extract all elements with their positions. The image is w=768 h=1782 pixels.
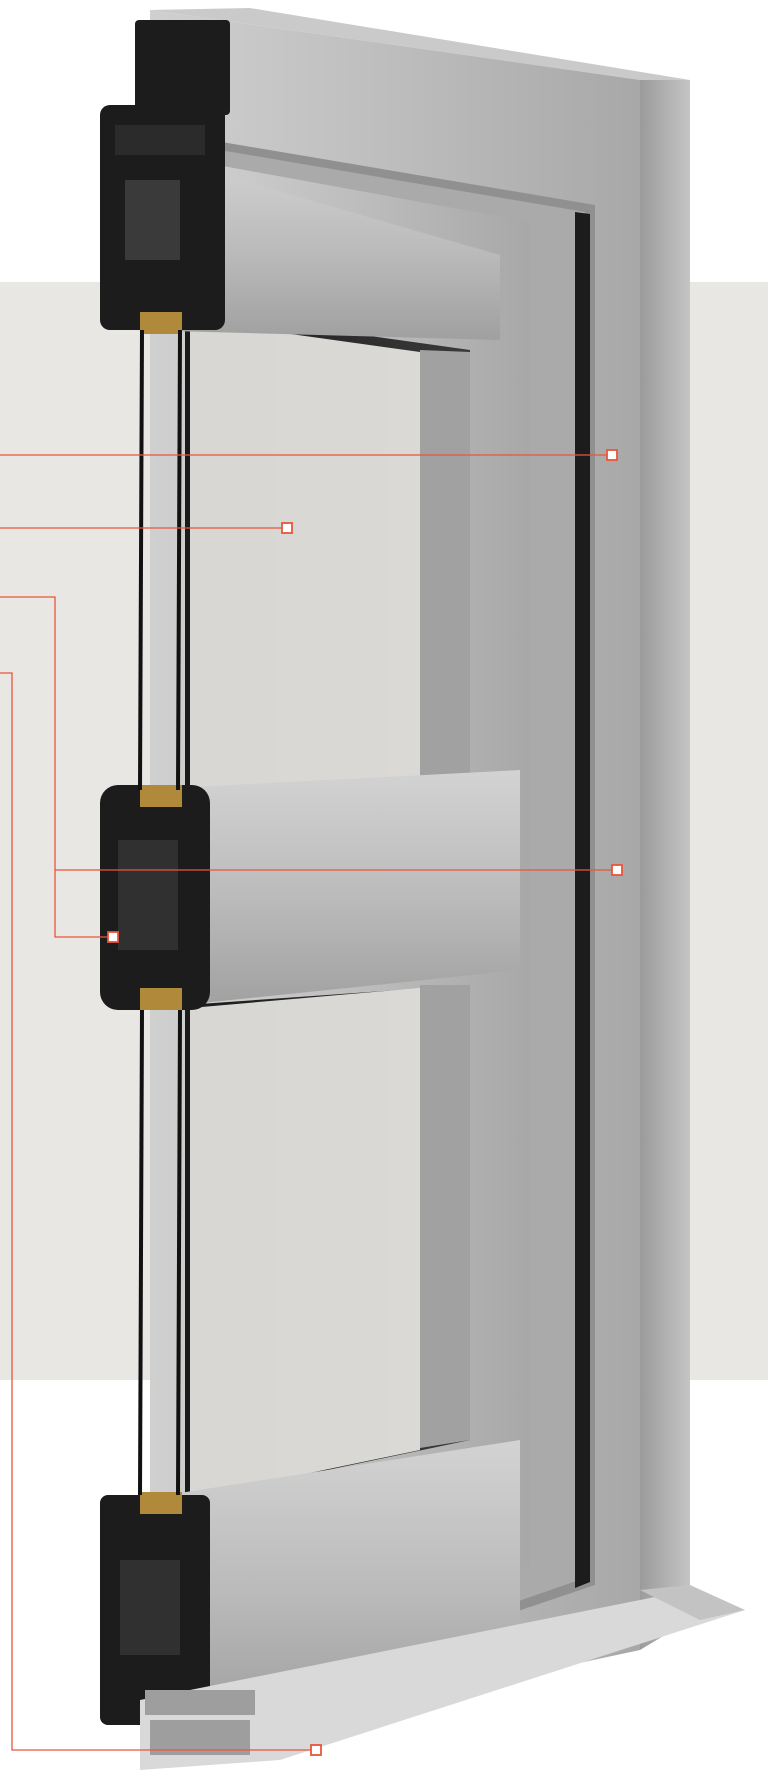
sash-gasket-line — [575, 212, 590, 1588]
outer-frame-side — [640, 80, 690, 1650]
threshold-ramp — [640, 1585, 745, 1620]
callout-outer-frame-marker[interactable] — [606, 449, 618, 461]
lower-glass-reflection — [190, 988, 420, 1498]
threshold-base — [140, 1590, 745, 1770]
transom-top-gasket — [140, 785, 182, 807]
callout-transom-face-marker[interactable] — [611, 864, 623, 876]
callout-threshold-marker[interactable] — [310, 1744, 322, 1756]
top-profile-section — [100, 20, 230, 330]
top-gasket — [140, 312, 182, 334]
transom-profile-section — [100, 785, 210, 1010]
callout-mullion-chamber-line — [0, 596, 108, 938]
lower-glass-bead — [420, 985, 470, 1448]
upper-glass-bead — [420, 350, 470, 782]
upper-glass-reflection — [190, 320, 420, 790]
bottom-gasket — [140, 1492, 182, 1514]
callout-mullion-chamber-marker[interactable] — [107, 931, 119, 943]
transom-bottom-gasket — [140, 988, 182, 1010]
bottom-profile-section — [100, 1495, 210, 1725]
glazing-edges — [138, 329, 182, 1496]
callout-glazing-marker[interactable] — [281, 522, 293, 534]
outer-frame-top — [150, 8, 690, 80]
transom-rail — [135, 770, 520, 1010]
threshold-section — [145, 1690, 255, 1755]
top-rail — [135, 150, 500, 340]
callout-threshold-line — [0, 672, 316, 1751]
